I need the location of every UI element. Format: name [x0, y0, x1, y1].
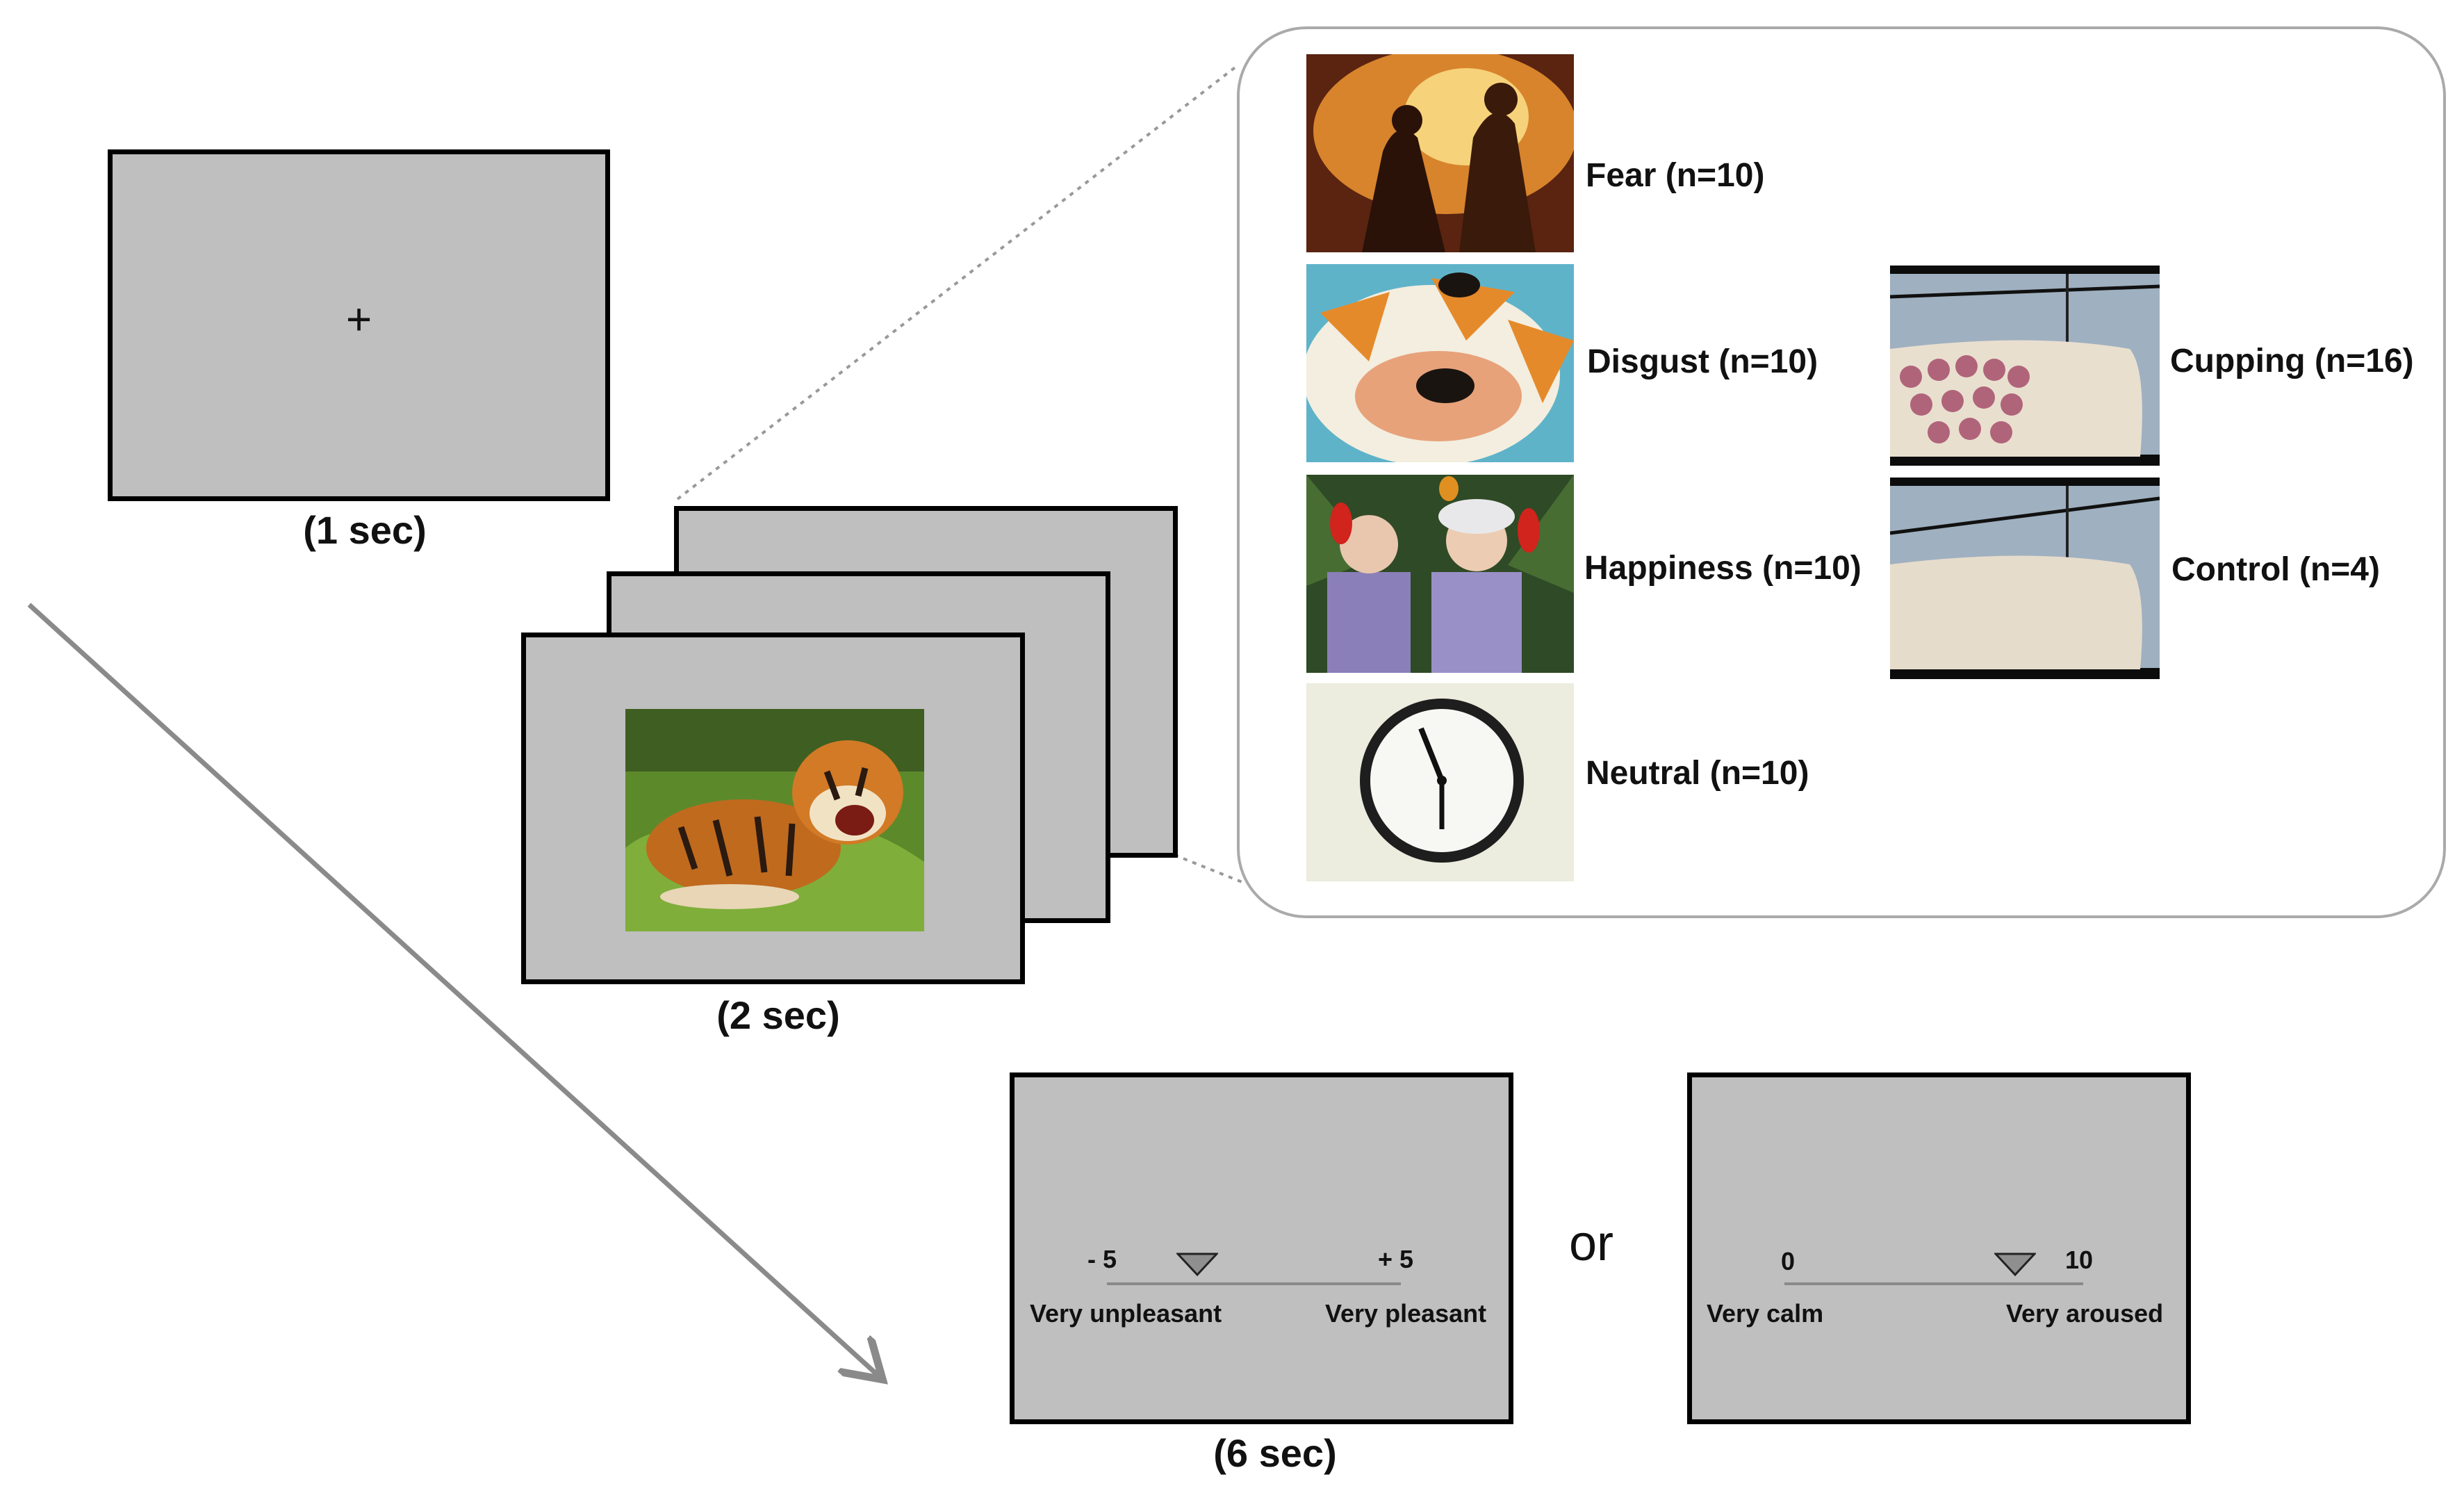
fixation-cross: + [345, 294, 372, 344]
arousal-rating-screen: 0 10 Very calm Very aroused [1687, 1072, 2191, 1424]
stimulus-screen-front [521, 633, 1025, 984]
valence-right-label: Very pleasant [1325, 1299, 1487, 1328]
arousal-max-value: 10 [2065, 1246, 2094, 1274]
category-label-happiness: Happiness (n=10) [1584, 550, 1862, 587]
stimulus-duration: (2 sec) [716, 993, 840, 1037]
category-label-cupping: Cupping (n=16) [2170, 343, 2414, 380]
arousal-min-value: 0 [1781, 1247, 1796, 1275]
category-label-control: Control (n=4) [2171, 551, 2380, 588]
disgust-image [1306, 264, 1574, 462]
arousal-scale-line [1784, 1282, 2083, 1285]
valence-rating-screen: - 5 + 5 Very unpleasant Very pleasant [1010, 1072, 1513, 1424]
fixation-duration: (1 sec) [303, 508, 427, 552]
category-label-disgust: Disgust (n=10) [1587, 343, 1818, 380]
fixation-screen: + [108, 149, 610, 501]
category-label-fear: Fear (n=10) [1586, 157, 1765, 194]
zoom-line-top [676, 65, 1238, 500]
valence-slider-marker [1176, 1253, 1218, 1276]
tiger-image [625, 709, 924, 931]
valence-left-label: Very unpleasant [1030, 1299, 1222, 1328]
or-label: or [1569, 1216, 1614, 1271]
rating-duration: (6 sec) [1213, 1431, 1337, 1475]
clock-image [1306, 683, 1574, 881]
valence-scale-line [1107, 1282, 1401, 1285]
valence-max-value: + 5 [1378, 1245, 1414, 1273]
fear-image [1306, 54, 1574, 252]
arousal-right-label: Very aroused [2006, 1299, 2164, 1328]
cupping-back-image [1890, 266, 2160, 466]
valence-min-value: - 5 [1087, 1245, 1117, 1273]
happiness-image [1306, 475, 1574, 673]
category-label-neutral: Neutral (n=10) [1586, 755, 1809, 792]
timeline-arrow [27, 603, 879, 1376]
arousal-left-label: Very calm [1707, 1299, 1824, 1328]
control-back-image [1890, 478, 2160, 679]
arousal-slider-marker [1994, 1253, 2036, 1276]
zoom-line-bottom [1174, 854, 1245, 884]
